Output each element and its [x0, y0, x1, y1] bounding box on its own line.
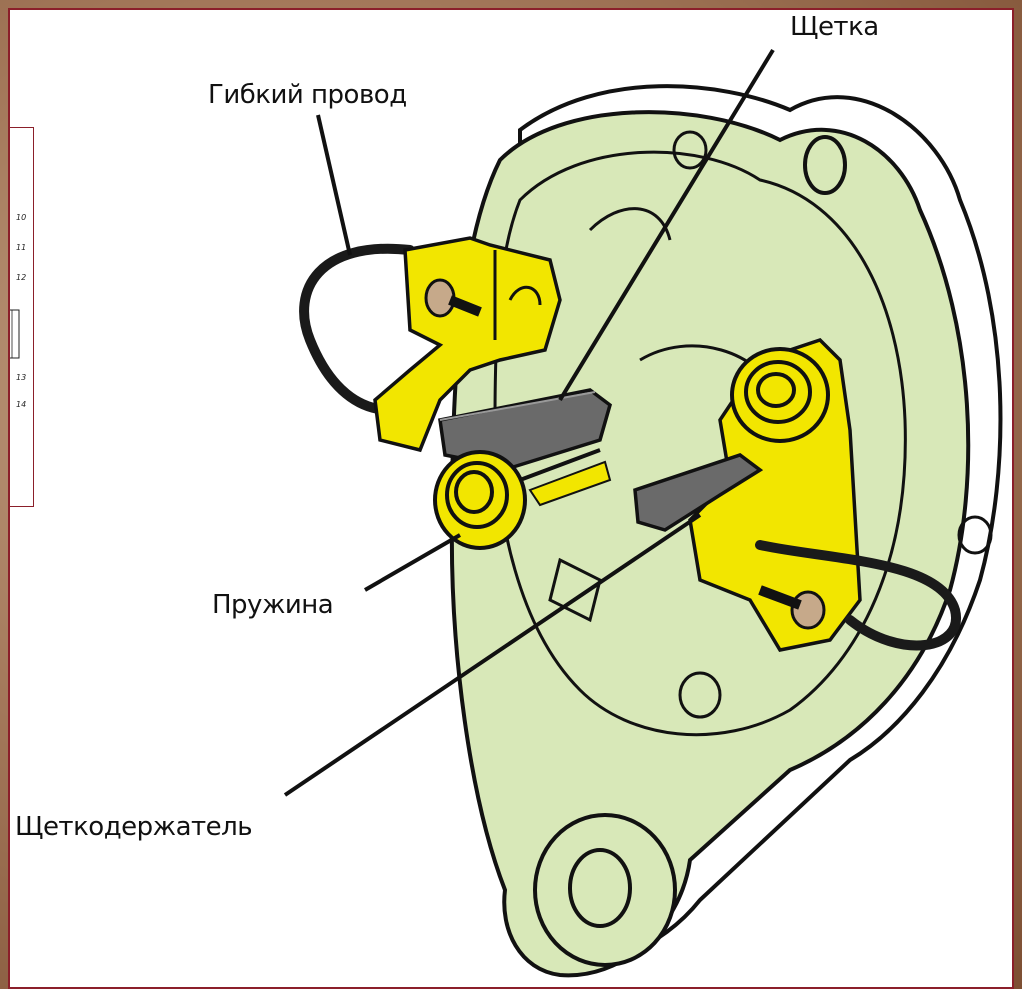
label-flexible-wire: Гибкий провод: [208, 80, 407, 110]
label-brush-holder: Щеткодержатель: [15, 812, 252, 842]
label-spring: Пружина: [212, 590, 333, 620]
label-brush: Щетка: [790, 12, 879, 42]
leader-spring: [365, 535, 460, 590]
leader-flexible-wire: [318, 115, 350, 255]
